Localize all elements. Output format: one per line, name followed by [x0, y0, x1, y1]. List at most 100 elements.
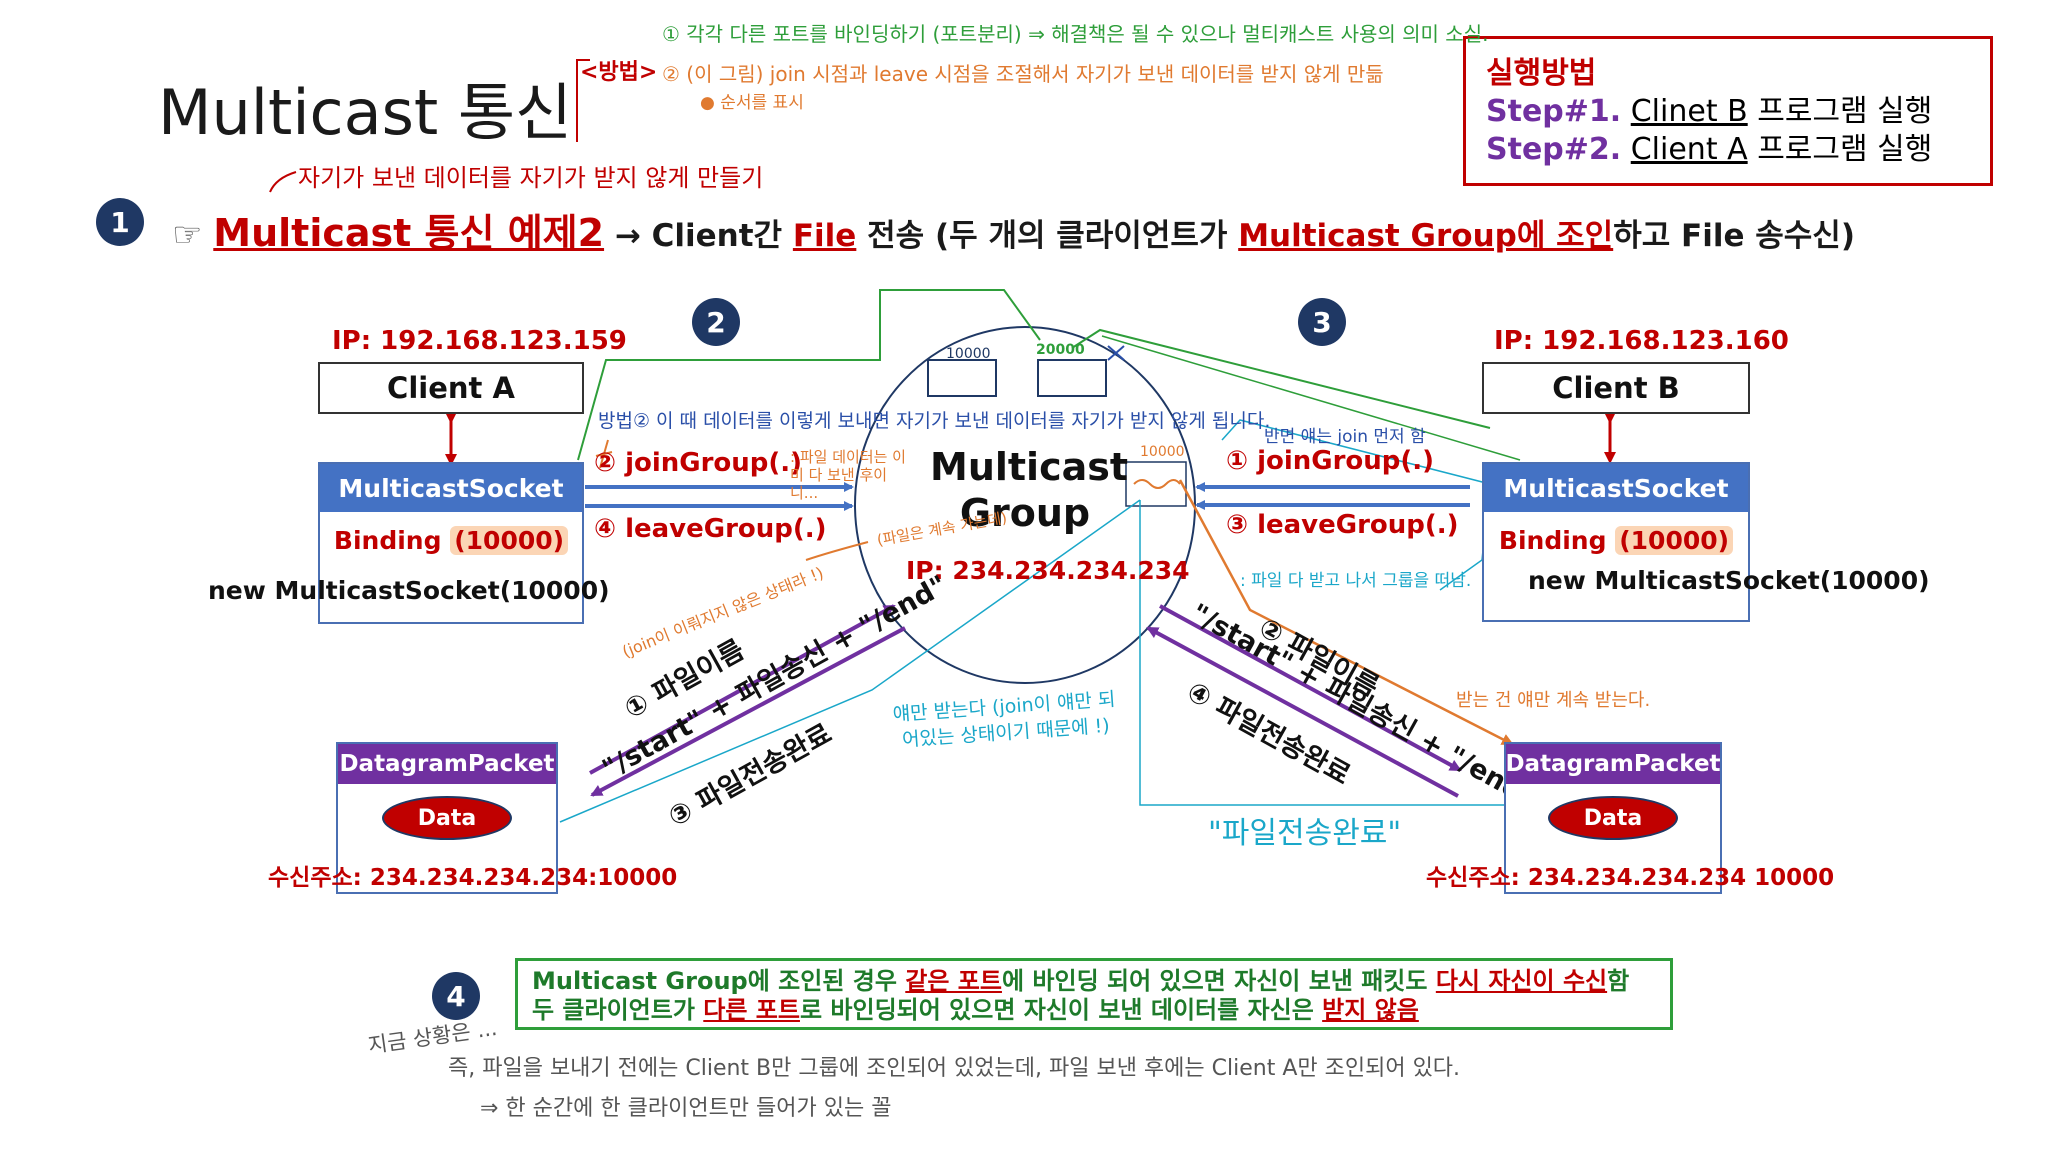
- port-label-left: 10000: [946, 346, 991, 362]
- client-a-binding-port: (10000): [450, 526, 569, 555]
- port-box-inner: [1125, 461, 1187, 507]
- port-box-left: [927, 359, 997, 397]
- cyan-line-done: [1139, 500, 1505, 806]
- client-b-binding-port: (10000): [1615, 526, 1734, 555]
- headline-part-1: Client간: [651, 218, 783, 254]
- a-leave-label: ④ leaveGroup(.): [594, 514, 827, 544]
- client-a-ip: IP: 192.168.123.159: [332, 326, 627, 356]
- client-a-box: Client A: [318, 362, 584, 414]
- method-bracket: [576, 59, 590, 142]
- client-b-binding: Binding (10000): [1484, 526, 1748, 555]
- a-send-arrow: [589, 604, 896, 775]
- headline-arrow: →: [614, 218, 641, 254]
- note-line-2-hl2: 받지 않음: [1322, 996, 1419, 1024]
- hw-bottom-2: 즉, 파일을 보내기 전에는 Client B만 그룹에 조인되어 있었는데, …: [448, 1056, 1461, 1081]
- client-a-socket-box: MulticastSocket Binding (10000): [318, 462, 584, 624]
- port-label-right: 20000: [1036, 342, 1085, 358]
- badge-1: 1: [96, 198, 144, 246]
- hw-b-join-first: 반면 얘는 join 먼저 함: [1264, 427, 1426, 447]
- client-a-binding: Binding (10000): [320, 526, 582, 555]
- hw-b-keeps: 받는 건 얘만 계속 받는다.: [1456, 690, 1651, 711]
- packet-b-data: Data: [1548, 796, 1678, 840]
- packet-b-recv: 수신주소: 234.234.234.234 10000: [1426, 865, 1835, 891]
- green-line-b2: [1101, 335, 1521, 461]
- run-step-1-suffix: 프로그램 실행: [1757, 94, 1933, 129]
- note-line-2-a: 두 클라이언트가: [532, 996, 695, 1024]
- a-join-label: ② joinGroup(.): [594, 448, 803, 478]
- hw-bottom-3: ⇒ 한 순간에 한 클라이언트만 들어가 있는 꼴: [480, 1096, 892, 1121]
- note-line-1-a: Multicast Group에 조인된 경우: [532, 967, 897, 995]
- port-label-inner: 10000: [1140, 444, 1185, 460]
- client-a-socket-title: MulticastSocket: [320, 464, 582, 512]
- badge-3: 3: [1298, 298, 1346, 346]
- multicast-group-title: Multicast Group: [930, 445, 1129, 535]
- b-recv-arrow: [1146, 626, 1459, 798]
- green-line-b: [1071, 328, 1491, 429]
- packet-a-recv: 수신주소: 234.234.234.234:10000: [268, 865, 678, 891]
- note-line-2: 두 클라이언트가 다른 포트로 바인딩되어 있으면 자신이 보낸 데이터를 자신…: [532, 996, 1656, 1025]
- run-step-2-label: Step#2.: [1486, 132, 1622, 167]
- headline-part-2: 전송 (두 개의 클라이언트가: [867, 218, 1228, 254]
- run-step-2-suffix: 프로그램 실행: [1757, 132, 1933, 167]
- hw-b-leave: : 파일 다 받고 나서 그룹을 떠남.: [1240, 571, 1472, 591]
- b-join-label: ① joinGroup(.): [1226, 446, 1435, 476]
- cyan-line-a: [559, 499, 1141, 823]
- note-box: Multicast Group에 조인된 경우 같은 포트에 바인딩 되어 있으…: [515, 958, 1673, 1030]
- page-title: Multicast 통신: [158, 76, 573, 149]
- note-line-1-hl2: 다시 자신이 수신: [1435, 967, 1608, 995]
- badge-4: 4: [432, 972, 480, 1020]
- note-line-1: Multicast Group에 조인된 경우 같은 포트에 바인딩 되어 있으…: [532, 967, 1656, 996]
- run-step-2-target: Client A: [1630, 132, 1748, 167]
- headline-hand-curve: [269, 171, 297, 193]
- hw-method-label: <방법>: [580, 60, 658, 85]
- note-line-2-hl1: 다른 포트: [703, 996, 800, 1024]
- packet-a-data: Data: [382, 796, 512, 840]
- run-step-2: Step#2. Client A 프로그램 실행: [1486, 131, 1970, 169]
- green-line-a: [577, 289, 1041, 461]
- hw-already-sent: : 파일 데이터는 이미 다 보낸 후이니...: [790, 448, 906, 502]
- client-a-constructor: new MulticastSocket(10000): [208, 576, 610, 605]
- run-method-box: 실행방법 Step#1. Clinet B 프로그램 실행 Step#2. Cl…: [1463, 36, 1993, 186]
- note-line-2-b: 로 바인딩되어 있으면 자신이 보낸 데이터를 자신은: [799, 996, 1314, 1024]
- hw-method-top: 방법② 이 때 데이터를 이렇게 보내면 자기가 보낸 데이터를 자기가 받지 …: [598, 410, 1271, 432]
- hw-method-2: ② (이 그림) join 시점과 leave 시점을 조절해서 자기가 보낸 …: [662, 62, 1384, 86]
- b-send-arrow: [1159, 604, 1462, 772]
- hw-method-1: ① 각각 다른 포트를 바인딩하기 (포트분리) ⇒ 해결책은 될 수 있으나 …: [662, 22, 1489, 46]
- example-title: Multicast 통신 예제2: [213, 211, 605, 255]
- packet-b-box: DatagramPacket Data: [1504, 742, 1722, 894]
- port-box-right: [1037, 359, 1107, 397]
- hw-self-no-recv: 자기가 보낸 데이터를 자기가 받지 않게 만들기: [298, 164, 764, 192]
- port-box-right-cross: [1107, 345, 1125, 361]
- client-b-socket-box: MulticastSocket Binding (10000): [1482, 462, 1750, 622]
- run-step-1-label: Step#1.: [1486, 94, 1622, 129]
- note-line-1-b: 에 바인딩 되어 있으면 자신이 보낸 패킷도: [1001, 967, 1428, 995]
- hw-file-done: "파일전송완료": [1208, 816, 1402, 851]
- client-b-ip: IP: 192.168.123.160: [1494, 326, 1789, 356]
- hw-method-2-sub: ● 순서를 표시: [700, 93, 804, 113]
- run-method-title: 실행방법: [1486, 56, 1597, 91]
- orange-scribble-a: [595, 439, 613, 469]
- multicast-group-ip: IP: 234.234.234.234: [906, 556, 1190, 585]
- headline-file: File: [792, 218, 857, 254]
- pointer-icon: ☞: [172, 215, 203, 255]
- run-step-1: Step#1. Clinet B 프로그램 실행: [1486, 93, 1970, 131]
- note-line-1-c: 함: [1607, 967, 1630, 995]
- packet-a-box: DatagramPacket Data: [336, 742, 558, 894]
- note-line-1-hl1: 같은 포트: [905, 967, 1002, 995]
- orange-scribble-a2: [805, 541, 869, 561]
- run-step-1-target: Clinet B: [1630, 94, 1748, 129]
- client-b-constructor: new MulticastSocket(10000): [1528, 566, 1930, 595]
- port-box-inner-wave: [1133, 479, 1181, 489]
- packet-a-title: DatagramPacket: [338, 744, 556, 784]
- b-leave-label: ③ leaveGroup(.): [1226, 510, 1459, 540]
- client-b-socket-title: MulticastSocket: [1484, 464, 1748, 512]
- client-b-box: Client B: [1482, 362, 1750, 414]
- orange-receive-line: [1178, 479, 1514, 746]
- client-a-binding-label: Binding: [333, 526, 442, 555]
- badge-2: 2: [692, 298, 740, 346]
- packet-b-title: DatagramPacket: [1505, 744, 1721, 784]
- a-recv-arrow: [590, 626, 906, 797]
- headline: ☞ Multicast 통신 예제2 → Client간 File 전송 (두 …: [172, 202, 1855, 257]
- client-b-binding-label: Binding: [1498, 526, 1607, 555]
